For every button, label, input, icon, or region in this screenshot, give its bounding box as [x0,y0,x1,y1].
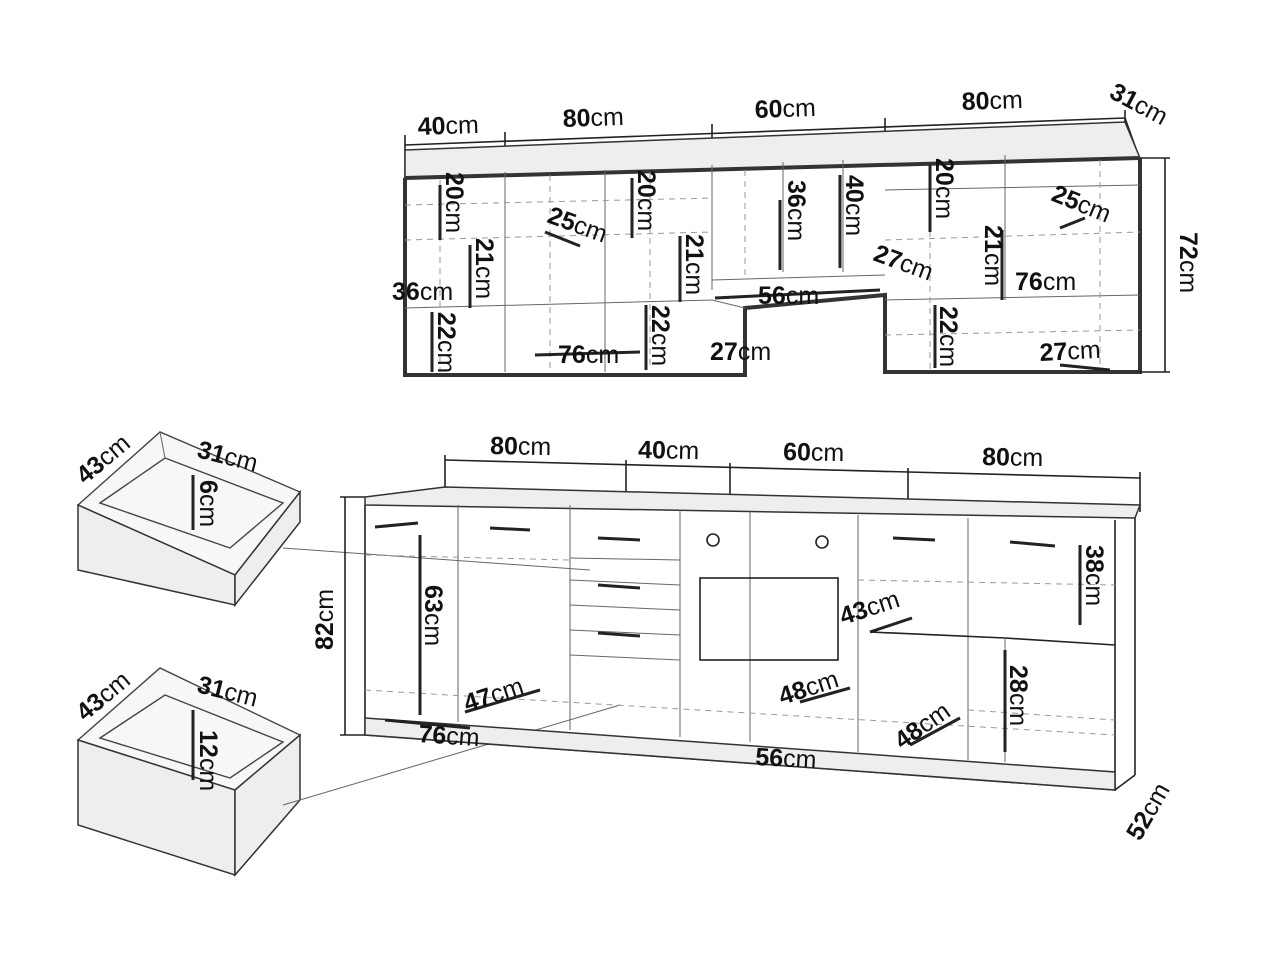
drawer-top [76,431,302,608]
upper-inner-label-3: 36cm [392,278,453,306]
lower-base-unit [340,455,1142,791]
upper-width-label-4: 80cm [961,86,1023,116]
upper-inner-label-20: 27cm [1039,336,1102,367]
upper-width-label-3: 60cm [754,94,816,124]
drawer-top-height-label: 6cm [194,480,222,527]
lower-width-label-3: 60cm [783,438,845,467]
drawer-bottom [76,667,302,878]
lower-inner-label-7: 48cm [889,697,955,755]
upper-wall-unit [403,110,1170,377]
lower-inner-label-9: 28cm [1004,665,1032,726]
upper-inner-label-4: 22cm [432,312,460,373]
lower-inner-label-4: 48cm [775,665,842,711]
upper-width-label-1: 40cm [417,111,479,141]
upper-inner-label-12: 40cm [840,175,868,236]
upper-inner-label-19: 22cm [934,306,962,367]
lower-width-label-2: 40cm [638,436,700,465]
upper-inner-label-18: 76cm [1015,268,1076,296]
upper-inner-label-10: 27cm [710,338,771,366]
drawer-top-leader [282,547,591,571]
lower-inner-label-2: 47cm [460,672,527,718]
upper-inner-label-17: 21cm [979,225,1007,286]
upper-inner-label-9: 22cm [646,305,674,366]
upper-inner-label-6: 76cm [558,341,619,369]
drawer-bottom-height-label: 12cm [194,730,222,791]
upper-inner-label-16: 25cm [1048,180,1115,229]
upper-inner-label-11: 36cm [782,180,810,241]
upper-inner-label-13: 56cm [758,282,819,310]
lower-width-label-4: 80cm [982,443,1044,472]
upper-inner-label-1: 20cm [440,172,468,233]
lower-inner-label-1: 63cm [419,585,447,646]
upper-inner-label-5: 25cm [544,201,611,248]
lower-width-label-1: 80cm [490,432,552,461]
lower-height-label: 82cm [311,589,339,650]
upper-height-label: 72cm [1174,232,1202,293]
upper-inner-label-2: 21cm [470,238,498,299]
lower-depth-label: 52cm [1121,778,1176,845]
upper-unit-labels: 40cm 80cm 60cm 80cm 31cm 72cm 20cm 21cm … [392,78,1202,374]
upper-inner-label-7: 20cm [632,170,660,231]
upper-inner-label-14: 27cm [870,239,937,286]
upper-inner-label-15: 20cm [930,158,958,219]
lower-inner-label-8: 38cm [1080,545,1108,606]
drawer-bottom-leader [282,704,621,806]
upper-inner-label-8: 21cm [680,234,708,295]
lower-inner-label-3: 76cm [418,720,481,752]
lower-inner-label-5: 56cm [755,743,818,774]
upper-width-label-2: 80cm [562,103,624,133]
